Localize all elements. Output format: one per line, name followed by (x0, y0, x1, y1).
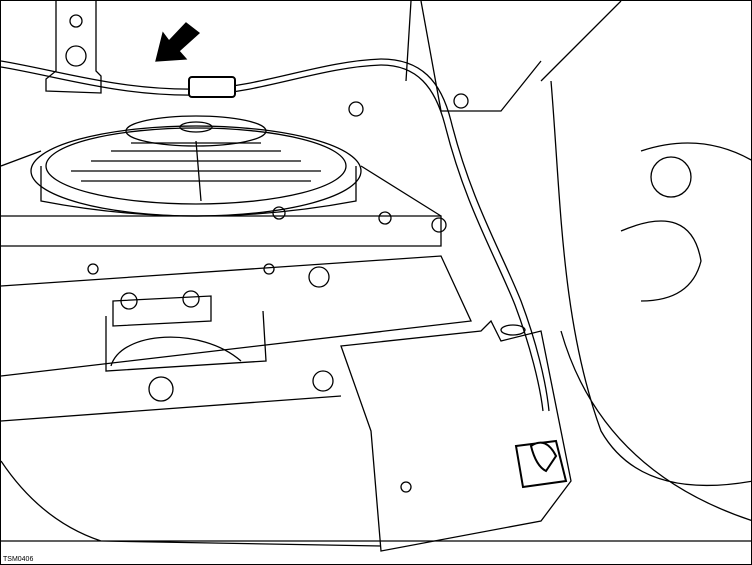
fender-arch (620, 220, 702, 302)
bracket (45, 1, 102, 94)
horn (110, 336, 242, 367)
bolt (453, 93, 469, 109)
splash-shield (340, 319, 572, 552)
fender-hole (650, 156, 692, 198)
bolt (348, 101, 364, 117)
bolt (312, 370, 334, 392)
grommet (500, 324, 526, 336)
bolt (308, 266, 330, 288)
bolt (182, 290, 200, 308)
bolt (65, 45, 87, 67)
hole (87, 263, 99, 275)
upper-wiring-harness (1, 58, 550, 412)
crossmember (1, 255, 472, 422)
fan-shroud-panel (1, 150, 442, 247)
bolt (120, 292, 138, 310)
hole (263, 263, 275, 275)
upper-wiring-harness-outline (1, 64, 544, 412)
horn-bracket (105, 295, 267, 372)
figure-code: TSM0406 (3, 556, 34, 563)
radiator-fan (30, 115, 362, 217)
pointer-arrow-icon (155, 22, 201, 62)
sensor-body (529, 441, 558, 473)
bolt (148, 376, 174, 402)
harness-connector (188, 76, 236, 98)
bolt (272, 206, 286, 220)
hole (400, 481, 412, 493)
fender-panel (540, 1, 751, 521)
lower-edge (1, 460, 751, 547)
bolt (431, 217, 447, 233)
bolt (378, 211, 392, 225)
bolt (69, 14, 83, 28)
upper-body-edge (405, 1, 542, 112)
